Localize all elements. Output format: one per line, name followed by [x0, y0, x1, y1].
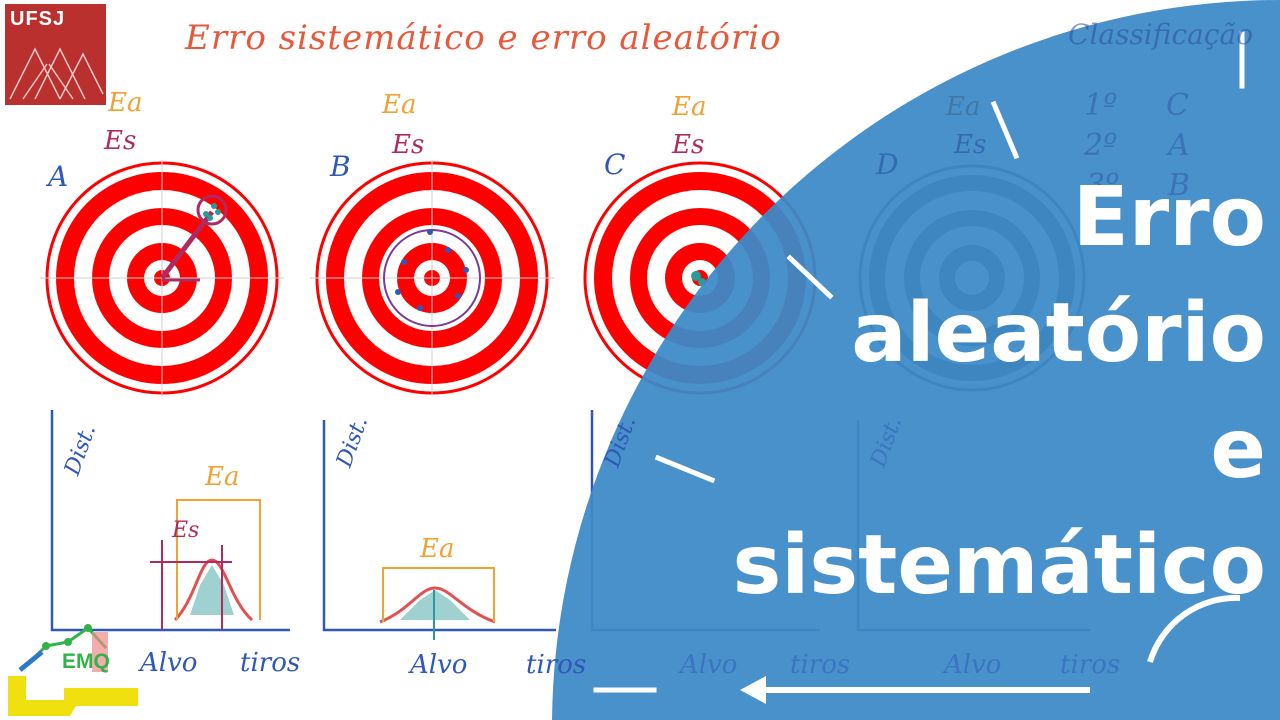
alvo-label-a: Alvo	[140, 648, 198, 678]
overlay-arc	[1147, 594, 1241, 663]
class-panel-1: C	[1166, 88, 1189, 123]
headline-line-4: sistemático	[732, 518, 1266, 613]
dist-b-ea-label: Ea	[420, 534, 455, 564]
target-b	[310, 160, 554, 396]
panel-letter-d: D	[876, 148, 899, 181]
page-title: Erro sistemático e erro aleatório	[185, 18, 782, 58]
headline-line-2: aleatório	[851, 286, 1266, 381]
headline-line-1: Erro	[1072, 170, 1266, 265]
label-ea-a: Ea	[108, 88, 143, 118]
panel-letter-a: A	[48, 160, 69, 193]
alvo-label-b: Alvo	[410, 650, 468, 680]
tiros-label-c: tiros	[790, 650, 851, 680]
class-rank-2: 2º	[1084, 128, 1118, 163]
dist-a	[150, 499, 261, 630]
logo-text: UFSJ	[10, 8, 66, 30]
overlay-arrow	[740, 676, 1090, 704]
label-es-c: Es	[672, 130, 705, 160]
ufsj-logo	[5, 4, 106, 105]
tiros-label-d: tiros	[1060, 650, 1121, 680]
panel-letter-b: B	[330, 150, 351, 183]
label-es-d: Es	[954, 130, 987, 160]
label-ea-c: Ea	[672, 92, 707, 122]
headline: Erro aleatório e sistemático	[566, 160, 1266, 624]
classification-title: Classificação	[1068, 18, 1254, 51]
panel-letter-c: C	[604, 148, 626, 181]
label-ea-b: Ea	[382, 90, 417, 120]
class-panel-2: A	[1168, 128, 1190, 163]
dist-a-ea-label: Ea	[205, 462, 240, 492]
class-rank-1: 1º	[1084, 88, 1118, 123]
label-es-b: Es	[392, 130, 425, 160]
label-ea-d: Ea	[946, 92, 981, 122]
tiros-label-a: tiros	[240, 648, 301, 678]
blue-overlay	[552, 0, 1280, 720]
alvo-label-c: Alvo	[680, 650, 738, 680]
overlay-dashes	[593, 31, 1245, 693]
dist-b	[379, 567, 496, 640]
class-rank-3: 3º	[1086, 168, 1120, 203]
emq-badge-icon	[8, 624, 138, 716]
logo-mountains-icon	[9, 47, 104, 100]
target-a	[40, 160, 284, 396]
emq-text: EMQ	[62, 650, 110, 673]
alvo-label-d: Alvo	[944, 650, 1002, 680]
label-es-a: Es	[104, 126, 137, 156]
class-panel-3: B	[1168, 168, 1191, 203]
headline-line-3: e	[1210, 402, 1266, 497]
dist-a-es-label: Es	[172, 518, 200, 543]
tiros-label-b: tiros	[526, 650, 587, 680]
